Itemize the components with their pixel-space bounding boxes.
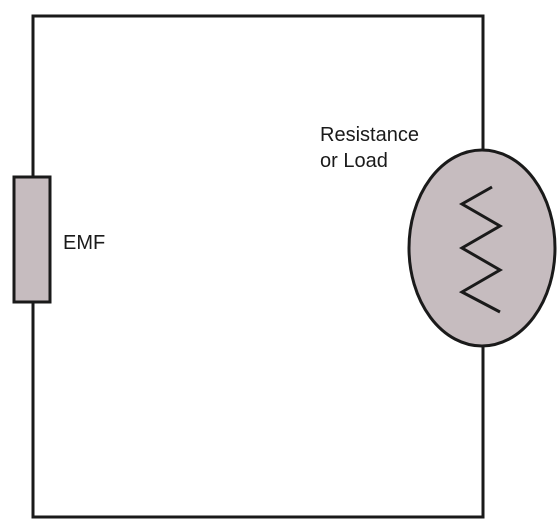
load-label-resistance: Resistance [320, 124, 419, 146]
load-label-or-load: or Load [320, 150, 388, 172]
emf-label: EMF [63, 232, 106, 254]
resistor-zigzag-icon [458, 185, 503, 314]
emf-source [12, 175, 52, 304]
circuit-wires [31, 14, 485, 519]
load-ellipse [407, 148, 557, 348]
